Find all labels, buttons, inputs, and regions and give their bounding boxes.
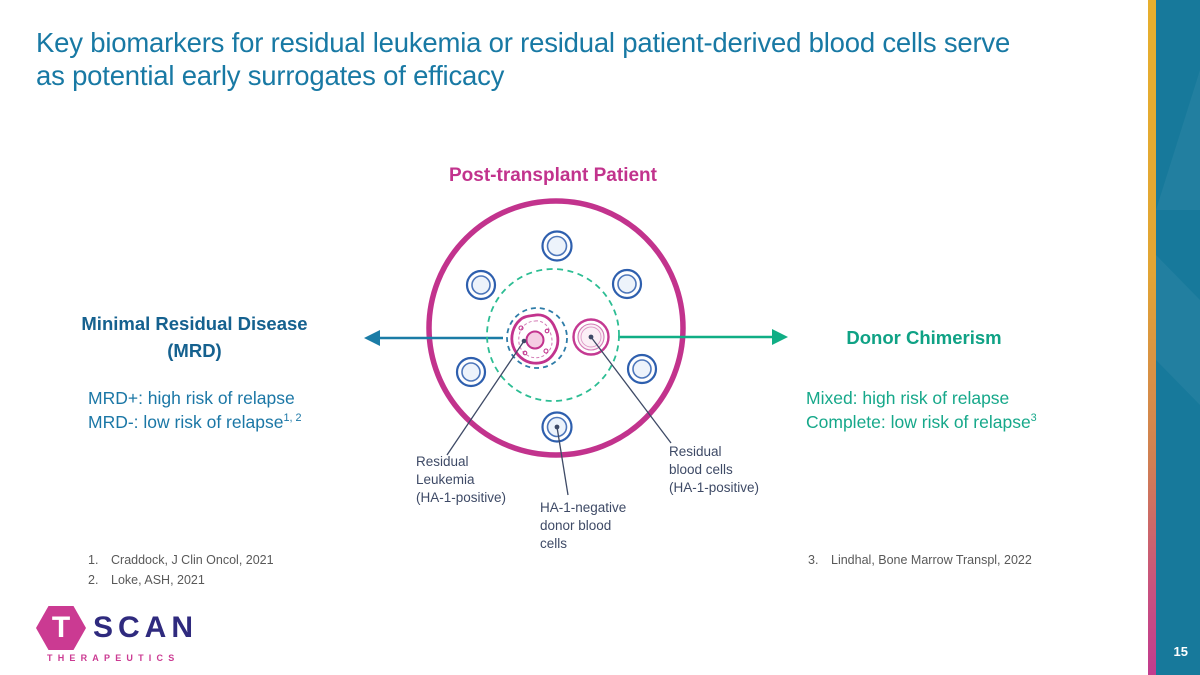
leukemia-cell-icon xyxy=(510,313,560,365)
donor-cell-icon xyxy=(455,356,487,388)
mrd-arrow-icon xyxy=(364,330,503,346)
side-accent-strip xyxy=(1148,0,1156,675)
residual-blood-cell-icon xyxy=(572,318,610,356)
logo-wordmark: SCAN xyxy=(93,611,199,644)
diagram-heading: Post-transplant Patient xyxy=(449,165,657,186)
outer-dashed-circle-icon xyxy=(486,268,620,402)
side-bar: 15 xyxy=(1156,0,1200,675)
tscan-hexagon-icon: T xyxy=(36,606,86,650)
connector-line xyxy=(556,426,569,496)
donor-cell-icon xyxy=(541,230,573,262)
footnote-3: 3. Lindhal, Bone Marrow Transpl, 2022 xyxy=(808,553,1032,567)
chimerism-arrow-icon xyxy=(618,329,788,345)
mrd-footnote-ref: 1, 2 xyxy=(283,412,302,425)
page-number: 15 xyxy=(1173,644,1188,659)
donor-cell-icon xyxy=(541,411,573,443)
connector-line xyxy=(590,336,672,444)
logo-subtitle: THERAPEUTICS xyxy=(47,653,180,663)
mrd-line-2: MRD-: low risk of relapse1, 2 xyxy=(88,412,302,433)
connector-line xyxy=(446,340,525,456)
chimerism-footnote-ref: 3 xyxy=(1030,412,1037,425)
label-residual-blood-cells: Residual blood cells (HA-1-positive) xyxy=(669,444,760,496)
footnote-2: 2. Loke, ASH, 2021 xyxy=(88,573,205,587)
chimerism-line-1: Mixed: high risk of relapse xyxy=(806,388,1010,408)
mrd-line-1: MRD+: high risk of relapse xyxy=(88,388,295,408)
label-donor-blood-cells: HA-1-negative donor blood cells xyxy=(540,500,627,552)
donor-cell-icon xyxy=(465,269,497,301)
inner-dashed-circle-icon xyxy=(506,307,568,369)
footnotes-left: 1. Craddock, J Clin Oncol, 2021 2. Loke,… xyxy=(88,550,274,590)
slide-title: Key biomarkers for residual leukemia or … xyxy=(36,27,1011,92)
mrd-heading: Minimal Residual Disease (MRD) xyxy=(81,313,308,361)
donor-chimerism-heading: Donor Chimerism xyxy=(846,327,1002,348)
label-residual-leukemia: Residual Leukemia (HA-1-positive) xyxy=(416,454,507,506)
tscan-logo: T SCAN THERAPEUTICS xyxy=(36,606,198,663)
footnotes-right: 3. Lindhal, Bone Marrow Transpl, 2022 xyxy=(808,550,1032,570)
donor-cell-icon xyxy=(611,268,643,300)
chimerism-line-2: Complete: low risk of relapse3 xyxy=(806,412,1037,433)
patient-circle-icon xyxy=(426,198,686,458)
donor-cell-icon xyxy=(626,353,658,385)
footnote-1: 1. Craddock, J Clin Oncol, 2021 xyxy=(88,553,274,567)
mrd-body: MRD+: high risk of relapse MRD-: low ris… xyxy=(88,386,302,434)
donor-chimerism-body: Mixed: high risk of relapse Complete: lo… xyxy=(806,386,1037,434)
